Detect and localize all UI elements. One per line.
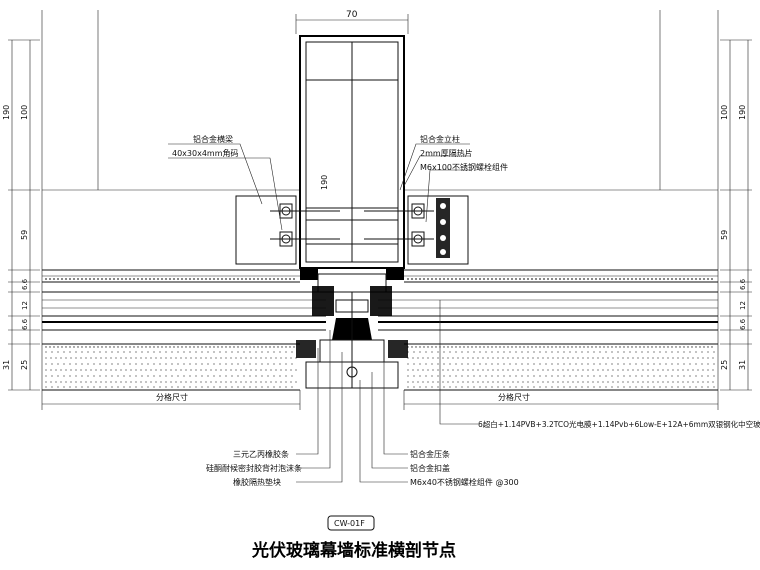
dim-glass-right-a: 6.6 xyxy=(739,278,747,290)
dim-top-width: 70 xyxy=(346,10,358,20)
bottom-panel-dimension xyxy=(42,390,718,410)
drawing-stamp: CW-01F xyxy=(334,519,365,528)
label-aluminum-transom: 铝合金横梁 xyxy=(193,134,233,144)
drawing-title: 光伏玻璃幕墙标准横剖节点 xyxy=(251,540,456,561)
dim-glass-left-b: 12 xyxy=(21,301,29,310)
right-glass-texture xyxy=(407,278,715,388)
label-glass-spec: 6超白+1.14PVB+3.2TCO光电膜+1.14Pvb+6Low-E+12A… xyxy=(478,419,760,429)
center-joint xyxy=(296,268,408,389)
leader-glass-spec xyxy=(439,300,478,425)
label-angle-bracket: 40x30x4mm角码 xyxy=(172,148,239,158)
dim-glass-left-c: 6.6 xyxy=(21,318,29,330)
right-angle-bracket xyxy=(364,195,469,265)
dim-glass-right-c: 6.6 xyxy=(739,318,747,330)
left-dimension-chain xyxy=(8,39,40,391)
dim-panel-right: 分格尺寸 xyxy=(498,392,530,402)
dim-bottom-right-b: 25 xyxy=(720,360,729,370)
label-bolt-m6x40: M6x40不锈钢螺栓组件 @300 xyxy=(410,477,519,487)
left-glass-panel xyxy=(42,269,326,391)
label-aluminum-mullion: 铝合金立柱 xyxy=(420,134,460,144)
label-bolt-m6x100: M6x100不锈钢螺栓组件 xyxy=(420,162,508,172)
left-glass-texture xyxy=(45,278,297,388)
dim-total-left: 190 xyxy=(2,105,11,120)
label-pressure-plate: 铝合金压条 xyxy=(410,449,450,459)
dim-mullion-depth: 190 xyxy=(320,175,329,190)
leader-lines-top xyxy=(168,143,470,231)
right-glass-panel xyxy=(378,269,718,391)
aluminum-mullion xyxy=(299,35,405,269)
label-thermal-pad: 2mm厚隔热片 xyxy=(420,148,473,158)
label-sealant-foam: 硅酮耐候密封胶背衬泡沫条 xyxy=(206,463,302,473)
dim-upper-right: 100 xyxy=(720,105,729,120)
label-cover-cap: 铝合金扣盖 xyxy=(410,463,450,473)
drawing-stamp-box xyxy=(327,515,375,531)
label-rubber-pad: 橡胶隔热垫块 xyxy=(233,477,281,487)
left-angle-bracket xyxy=(235,195,340,265)
top-width-dimension xyxy=(295,14,409,34)
dim-bottom-right-a: 31 xyxy=(738,360,747,370)
dim-total-right: 190 xyxy=(738,105,747,120)
dim-mid-right: 59 xyxy=(720,230,729,240)
dim-glass-right-b: 12 xyxy=(739,301,747,310)
label-epdm-gasket: 三元乙丙橡胶条 xyxy=(233,449,289,459)
dim-bottom-left-b: 25 xyxy=(20,360,29,370)
right-dimension-chain xyxy=(720,39,752,391)
dim-mid-left: 59 xyxy=(20,230,29,240)
leader-lines-bottom xyxy=(296,330,408,483)
dim-upper-left: 100 xyxy=(20,105,29,120)
dim-bottom-left-a: 31 xyxy=(2,360,11,370)
dim-panel-left: 分格尺寸 xyxy=(156,392,188,402)
dim-glass-left-a: 6.6 xyxy=(21,278,29,290)
